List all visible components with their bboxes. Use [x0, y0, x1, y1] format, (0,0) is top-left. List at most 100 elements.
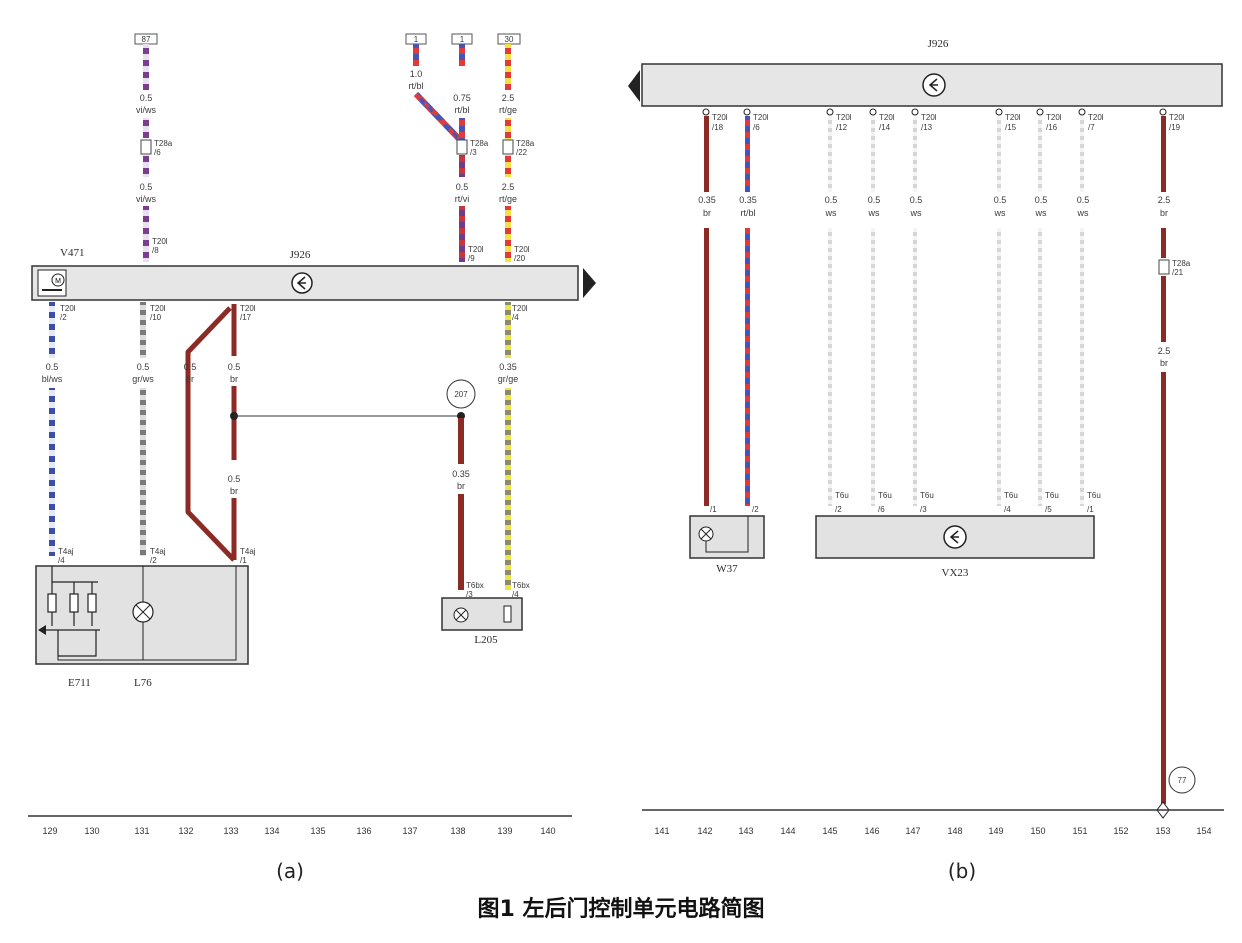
label-vx23: VX23 [942, 567, 969, 579]
wire-vi-ws-seg2 [143, 155, 149, 177]
vx-pin-number: /2 [835, 505, 842, 514]
track-number: 139 [497, 826, 512, 836]
svg-text:rt/bl: rt/bl [408, 81, 423, 91]
panel-a: 87 1 1 30 0.5 vi/ws T28a /6 0.5 vi/ws T2… [28, 33, 596, 883]
wire-rt-bl-6 [745, 228, 750, 506]
svg-text:T4aj: T4aj [58, 547, 74, 556]
svg-text:2.5: 2.5 [1158, 346, 1171, 356]
wire-vi-ws-top [143, 44, 149, 90]
wire-color: ws [910, 208, 922, 218]
svg-text:0.5: 0.5 [228, 474, 241, 484]
track-number: 152 [1113, 826, 1128, 836]
wire-color: ws [868, 208, 880, 218]
vx-pin-label: T6u [878, 491, 892, 500]
wire-color: br [703, 208, 711, 218]
pin-terminal [1078, 108, 1086, 116]
svg-text:/17: /17 [240, 313, 252, 322]
wire-gauge: 0.5 [868, 195, 881, 205]
pin-number: /7 [1088, 123, 1095, 132]
arrow-right-icon [583, 268, 596, 298]
wire-color: rt/bl [740, 208, 755, 218]
svg-text:/4: /4 [512, 590, 519, 599]
vx-pin-number: /4 [1004, 505, 1011, 514]
vx-pin-label: T6u [920, 491, 934, 500]
svg-text:0.5: 0.5 [184, 362, 197, 372]
wire-color: br [1160, 208, 1168, 218]
pin-number: /16 [1046, 123, 1058, 132]
wire-gauge: 0.5 [1077, 195, 1090, 205]
svg-text:0.35: 0.35 [452, 469, 470, 479]
wire-br-loop [185, 304, 237, 562]
pin-label: T20l [879, 113, 895, 122]
wire-gr-ws [140, 302, 146, 358]
pin-terminal [869, 108, 877, 116]
pin-number: /14 [879, 123, 891, 132]
ground-point-207: 207 [446, 379, 476, 409]
svg-text:1: 1 [414, 35, 419, 44]
svg-text:br: br [186, 374, 194, 384]
label-l76: L76 [134, 677, 152, 689]
track-number: 129 [42, 826, 57, 836]
motor-icon: M [37, 269, 67, 297]
svg-text:0.5: 0.5 [46, 362, 59, 372]
svg-text:T20l: T20l [468, 245, 484, 254]
svg-text:/2: /2 [150, 556, 157, 565]
svg-text:T20l: T20l [150, 304, 166, 313]
wire-segment [704, 116, 709, 192]
svg-text:/8: /8 [152, 246, 159, 255]
figure-caption: 图1 左后门控制单元电路简图 [478, 896, 765, 922]
svg-text:br: br [1160, 358, 1168, 368]
track-number: 146 [864, 826, 879, 836]
svg-text:T28a: T28a [516, 139, 535, 148]
svg-text:/6: /6 [154, 148, 161, 157]
wire-segment [871, 116, 875, 192]
svg-text:30: 30 [505, 35, 514, 44]
wire-segment [997, 116, 1001, 192]
svg-text:/20: /20 [514, 254, 526, 263]
wire-br-035 [458, 418, 464, 464]
track-number: 133 [223, 826, 238, 836]
svg-text:bl/ws: bl/ws [42, 374, 63, 384]
wire-gr-ge [505, 302, 511, 358]
top-connector-1a: 1 [405, 33, 427, 45]
track-number: 145 [822, 826, 837, 836]
wire-vi-ws-seg [143, 118, 149, 138]
label-gauge: 0.5 [140, 93, 153, 103]
arrow-left-icon [628, 70, 640, 102]
svg-text:T20l: T20l [512, 304, 528, 313]
label-e711: E711 [68, 677, 91, 689]
svg-text:/4: /4 [58, 556, 65, 565]
svg-text:T20l: T20l [240, 304, 256, 313]
svg-text:/4: /4 [512, 313, 519, 322]
svg-text:rt/ge: rt/ge [499, 105, 517, 115]
wire-gauge: 0.35 [739, 195, 757, 205]
pin-number: /19 [1169, 123, 1181, 132]
module-label-b: J926 [928, 38, 949, 50]
track-number: 150 [1030, 826, 1045, 836]
pin-terminal [1159, 108, 1167, 116]
svg-text:br: br [230, 486, 238, 496]
svg-text:M: M [55, 278, 61, 285]
vx-pin-label: T6u [1004, 491, 1018, 500]
pin-label: T20l [1169, 113, 1185, 122]
wire-br-25 [1161, 228, 1166, 258]
plug-t28a-3 [456, 139, 468, 155]
svg-text:/21: /21 [1172, 268, 1184, 277]
wire-color: ws [825, 208, 837, 218]
wire-rt-bl-1 [413, 44, 419, 66]
wire-vi-ws-bottom [143, 206, 149, 262]
wire-segment [1161, 116, 1166, 192]
label-color: vi/ws [136, 105, 156, 115]
pin-terminal [702, 108, 710, 116]
wire-segment [913, 116, 917, 192]
vx-pin-number: /3 [920, 505, 927, 514]
svg-text:0.5: 0.5 [228, 362, 241, 372]
track-number: 149 [988, 826, 1003, 836]
pin-number: /13 [921, 123, 933, 132]
svg-text:1: 1 [460, 35, 465, 44]
component-l205 [441, 597, 523, 631]
vx-pin-number: /1 [1087, 505, 1094, 514]
track-number: 154 [1196, 826, 1211, 836]
